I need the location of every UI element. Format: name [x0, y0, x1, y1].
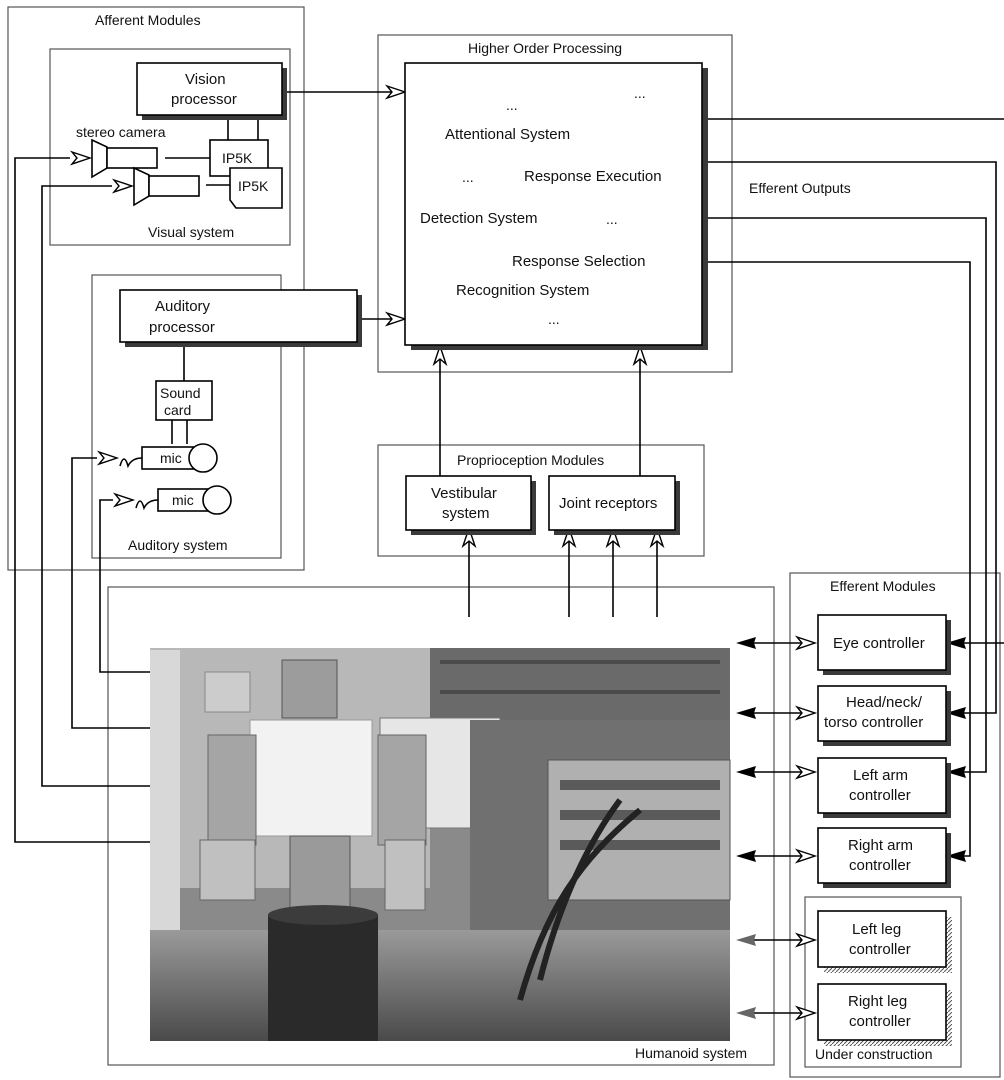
stereo-camera-label: stereo camera	[76, 124, 166, 140]
head-controller-line1: Head/neck/	[846, 694, 923, 711]
ellipsis-3: ...	[462, 169, 474, 185]
efferent-modules-label: Efferent Modules	[830, 578, 936, 594]
auditory-system-label: Auditory system	[128, 537, 228, 553]
under-construction-frame	[804, 896, 962, 1068]
visual-system-label: Visual system	[148, 224, 234, 240]
left-arm-line2: controller	[849, 787, 911, 804]
response-selection: Response Selection	[512, 253, 645, 270]
vestibular-system-box: Vestibular system	[405, 475, 536, 535]
detection-system: Detection System	[420, 210, 538, 227]
vestibular-line2: system	[442, 505, 490, 522]
visual-system-frame	[49, 48, 291, 246]
afferent-modules-label: Afferent Modules	[95, 12, 201, 28]
recognition-system: Recognition System	[456, 282, 589, 299]
sound-card-box: Sound card	[155, 380, 213, 421]
ellipsis-5: ...	[548, 311, 560, 327]
right-leg-line1: Right leg	[848, 993, 907, 1010]
auditory-processor-line1: Auditory	[155, 298, 211, 315]
right-arm-line1: Right arm	[848, 837, 913, 854]
mic-label-1: mic	[160, 450, 182, 466]
response-execution: Response Execution	[524, 168, 662, 185]
higher-order-frame	[377, 34, 733, 373]
ip5k-label-2: IP5K	[238, 178, 269, 194]
under-construction-label: Under construction	[815, 1046, 933, 1062]
eye-controller-label: Eye controller	[833, 635, 925, 652]
auditory-system-frame	[91, 274, 282, 559]
microphone-icon-1: mic	[119, 443, 218, 473]
joint-receptors-box: Joint receptors	[548, 475, 680, 535]
sound-card-line2: card	[164, 402, 191, 418]
left-leg-line2: controller	[849, 941, 911, 958]
left-arm-controller-box: Left arm controller	[817, 757, 951, 818]
mic-label-2: mic	[172, 492, 194, 508]
proprioception-frame	[377, 444, 705, 557]
ellipsis-2: ...	[634, 85, 646, 101]
afferent-modules-frame	[7, 6, 305, 571]
stereo-camera-icon	[91, 138, 200, 207]
right-arm-line2: controller	[849, 857, 911, 874]
right-leg-controller-box: Right leg controller	[817, 983, 952, 1046]
head-controller-box: Head/neck/ torso controller	[817, 685, 951, 746]
higher-order-box: ... ... Attentional System ... Response …	[404, 62, 708, 350]
efferent-outputs-label: Efferent Outputs	[749, 180, 851, 196]
auditory-processor-line2: processor	[149, 319, 215, 336]
vision-processor-box: Vision processor	[136, 62, 287, 120]
left-leg-controller-box: Left leg controller	[817, 910, 952, 973]
ip5k-label-1: IP5K	[222, 150, 253, 166]
right-leg-line2: controller	[849, 1013, 911, 1030]
connector-arrowheads	[69, 84, 966, 1021]
humanoid-robot-photo	[150, 648, 731, 1041]
humanoid-system-label: Humanoid system	[635, 1045, 747, 1061]
auditory-processor-box: Auditory processor	[119, 289, 362, 347]
microphone-icon-2: mic	[135, 485, 232, 515]
proprioception-label: Proprioception Modules	[457, 452, 604, 468]
efferent-modules-frame	[789, 572, 1001, 1078]
ip5k-board-2: IP5K	[229, 167, 283, 209]
joint-receptors-label: Joint receptors	[559, 495, 657, 512]
higher-order-label: Higher Order Processing	[468, 40, 622, 56]
sound-card-line1: Sound	[160, 385, 200, 401]
ellipsis-4: ...	[606, 211, 618, 227]
attentional-system: Attentional System	[445, 126, 570, 143]
eye-controller-box: Eye controller	[817, 614, 951, 675]
vestibular-line1: Vestibular	[431, 485, 497, 502]
head-controller-line2: torso controller	[824, 714, 923, 731]
vision-processor-line1: Vision	[185, 71, 226, 88]
ellipsis-1: ...	[506, 97, 518, 113]
left-arm-line1: Left arm	[853, 767, 908, 784]
humanoid-system-frame	[107, 586, 775, 1066]
vision-processor-line2: processor	[171, 91, 237, 108]
left-leg-line1: Left leg	[852, 921, 901, 938]
right-arm-controller-box: Right arm controller	[817, 827, 951, 888]
